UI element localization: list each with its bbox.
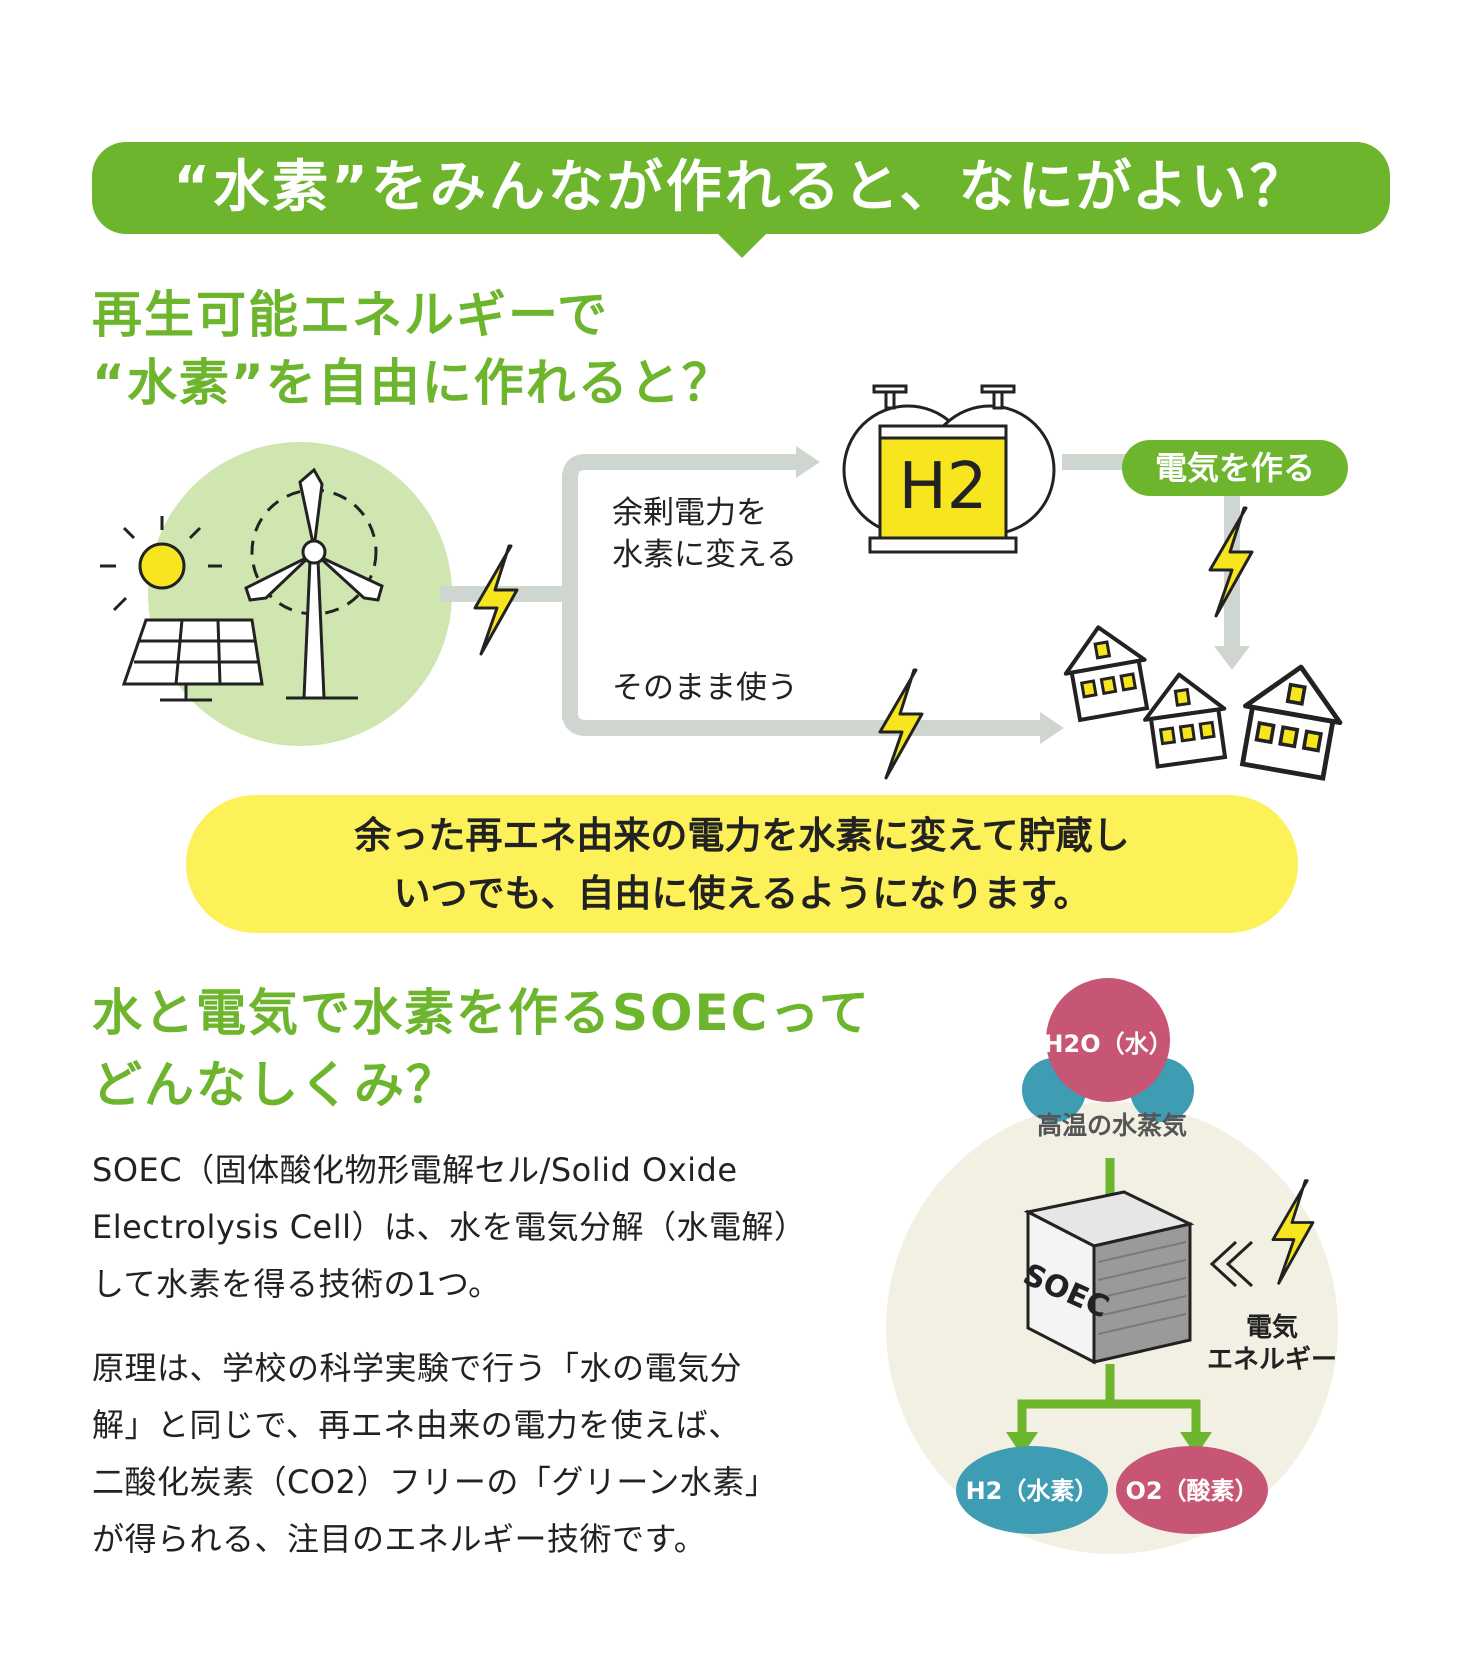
output-arrow-heads (1006, 1432, 1212, 1456)
hydrogen-output-label: H2（水素） (966, 1477, 1099, 1505)
section1-heading: 再生可能エネルギーで (92, 286, 609, 344)
section2-heading: どんなしくみ？ (92, 1056, 458, 1114)
lightning-bolt-icon (473, 544, 519, 656)
arrow-heads (796, 446, 1250, 744)
section2-heading: 水と電気で水素を作るSOECって (92, 984, 871, 1042)
paragraph-line: して水素を得る技術の1つ。 (92, 1265, 501, 1303)
title-banner (92, 142, 1390, 234)
house-icon (1235, 659, 1348, 780)
section1-heading: “水素”を自由に作れると？ (92, 354, 734, 412)
paragraph-line: 原理は、学校の科学実験で行う「水の電気分 (92, 1349, 743, 1387)
make-electricity-badge: 電気を作る (1122, 440, 1348, 496)
paragraph-line: 二酸化炭素（CO2）フリーの「グリーン水素」 (92, 1463, 778, 1501)
house-icon (1056, 618, 1155, 723)
summary-text: 余った再エネ由来の電力を水素に変えて貯蔵し (354, 814, 1130, 857)
banner-pointer (718, 234, 766, 258)
solar-panel-icon (121, 618, 264, 702)
oxygen-output-label: O2（酸素） (1125, 1477, 1258, 1505)
surplus-power-label: 水素に変える (612, 537, 798, 573)
paragraph-line: が得られる、注目のエネルギー技術です。 (92, 1520, 707, 1558)
sun-icon (100, 516, 222, 612)
summary-text: いつでも、自由に使えるようになります。 (393, 872, 1091, 915)
output-arrows-icon (1017, 1364, 1201, 1436)
water-label: H2O（水） (1043, 1030, 1172, 1058)
input-chevrons-icon (1209, 1240, 1254, 1288)
soec-cell-icon (1023, 1190, 1195, 1365)
oxygen-output-bubble (1116, 1446, 1268, 1534)
paragraph-line: Electrolysis Cell）は、水を電気分解（水電解） (92, 1208, 807, 1246)
surplus-power-label: 余剰電力を (612, 495, 767, 531)
water-molecule-icon (1022, 978, 1194, 1122)
summary-box (186, 795, 1298, 933)
steam-label: 高温の水蒸気 (1037, 1111, 1187, 1140)
direct-use-label: そのまま使う (612, 670, 798, 706)
tank-label: H2 (899, 450, 988, 524)
paragraph-line: 解」と同じで、再エネ由来の電力を使えば、 (92, 1406, 741, 1444)
electric-energy-label: 電気 (1246, 1312, 1298, 1343)
hydrogen-output-bubble (956, 1446, 1108, 1534)
hydrogen-tank-icon (842, 384, 1056, 554)
wind-turbine-icon (244, 467, 384, 700)
lightning-bolt-icon (878, 668, 924, 780)
paragraph-line: SOEC（固体酸化物形電解セル/Solid Oxide (92, 1151, 738, 1189)
electric-energy-label: エネルギー (1207, 1345, 1337, 1375)
house-icon (1137, 667, 1233, 770)
banner-title: “水素”をみんなが作れると、なにがよい？ (173, 155, 1309, 220)
